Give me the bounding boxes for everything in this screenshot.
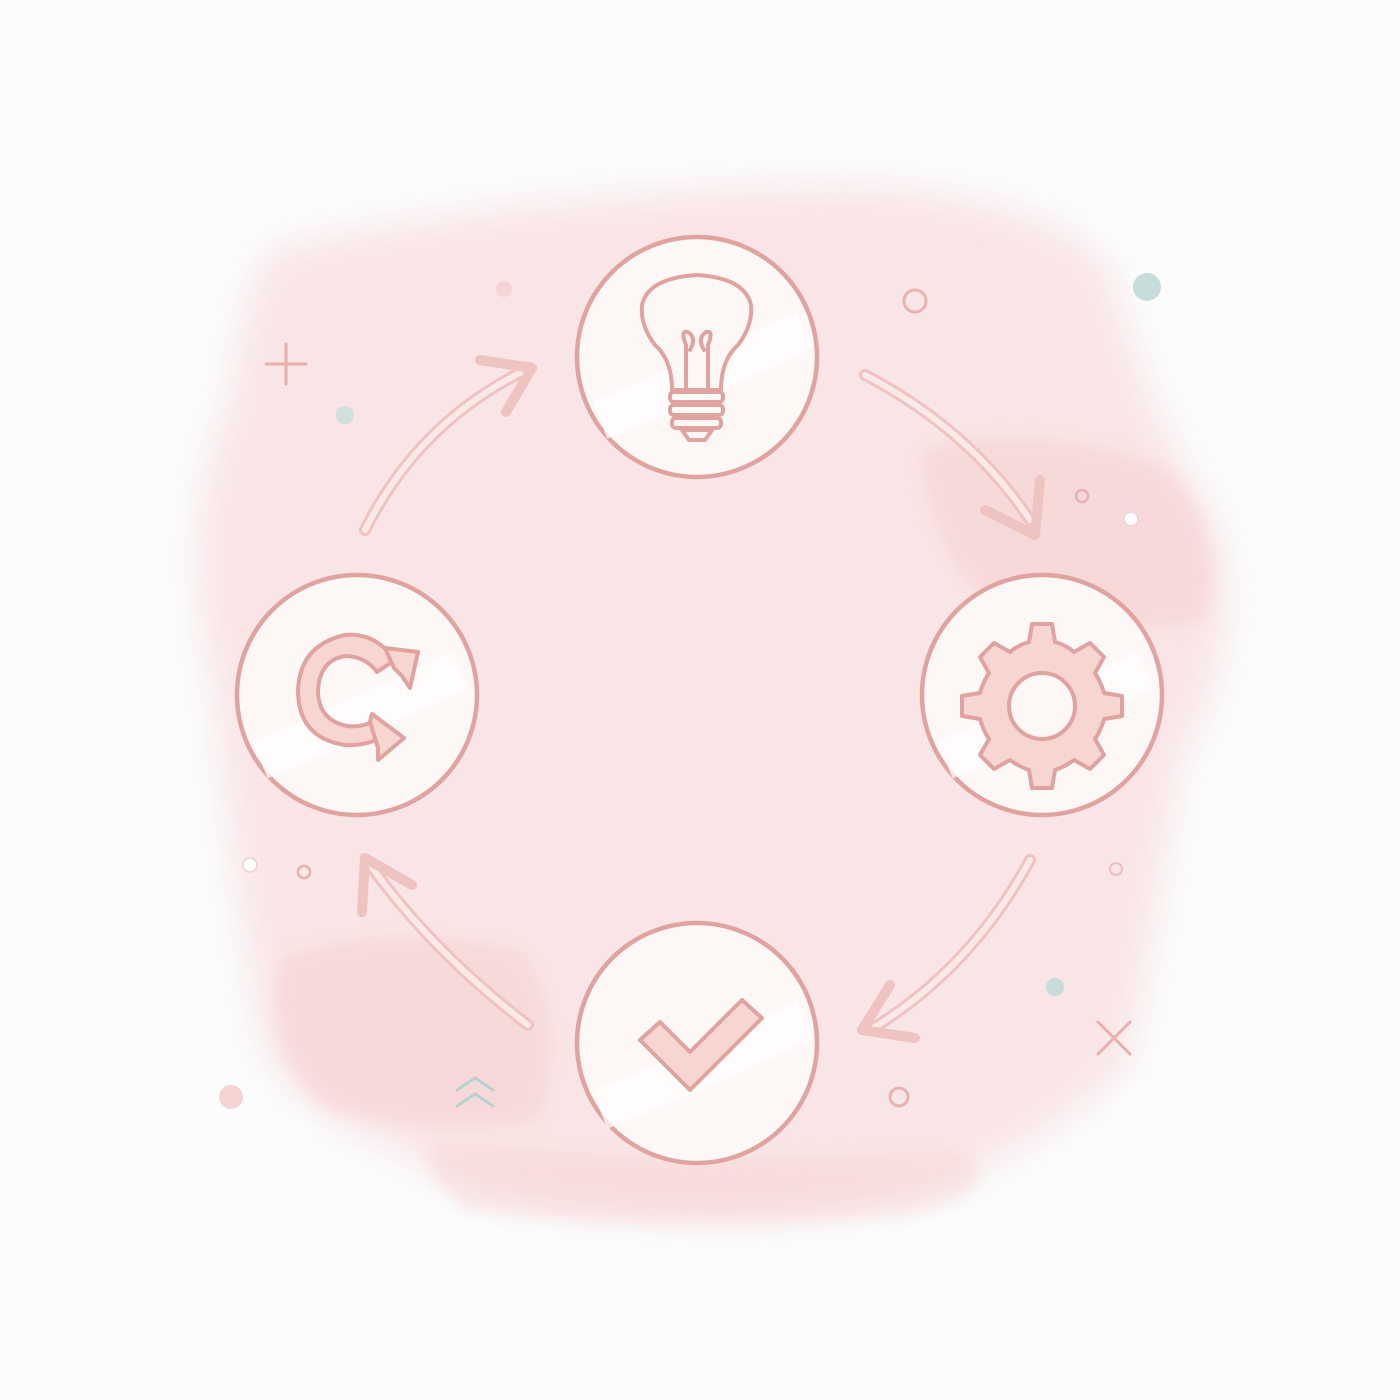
gear-icon <box>960 622 1124 790</box>
plus-decoration <box>264 342 308 386</box>
dot-decoration <box>1074 488 1090 504</box>
dot-decoration <box>336 406 354 424</box>
node-develop <box>919 572 1165 818</box>
dot-decoration <box>1046 978 1064 996</box>
connector-arrows <box>357 355 1045 1043</box>
dot-decoration <box>496 281 512 297</box>
arrow-complete-to-iterate <box>357 853 534 1031</box>
arrow-idea-to-develop <box>859 369 1045 540</box>
dot-decoration <box>902 288 928 314</box>
node-iterate <box>234 572 480 818</box>
arrow-iterate-to-idea <box>359 355 537 536</box>
dot-decoration <box>242 857 258 873</box>
dot-decoration <box>1133 273 1161 301</box>
dot-decoration <box>1109 862 1123 876</box>
lightbulb-icon <box>639 273 754 442</box>
dot-decoration <box>1123 511 1139 527</box>
node-idea <box>574 234 820 480</box>
node-complete <box>574 920 820 1166</box>
checkmark-icon <box>638 998 764 1092</box>
dot-decoration <box>296 864 312 880</box>
dot-decoration <box>219 1085 243 1109</box>
dot-decoration <box>888 1086 910 1108</box>
chevron-up-decoration <box>455 1076 495 1108</box>
cross-decoration <box>1096 1020 1132 1056</box>
decorative-sparkles <box>219 273 1161 1109</box>
refresh-icon <box>296 632 420 762</box>
arrow-develop-to-complete <box>857 854 1036 1043</box>
